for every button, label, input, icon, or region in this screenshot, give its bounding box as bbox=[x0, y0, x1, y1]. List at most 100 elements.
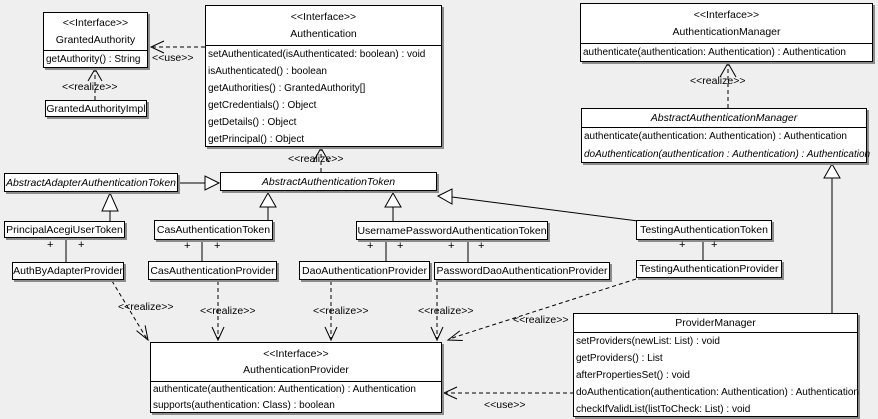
class-header: ProviderManager bbox=[574, 314, 857, 332]
stereotype-label: <<Interface>> bbox=[62, 17, 129, 30]
class-authentication: <<Interface>> Authentication setAuthenti… bbox=[205, 5, 442, 147]
method: supports(authentication: Class) : boolea… bbox=[153, 400, 335, 411]
class-abstract-adapter-authentication-token: AbstractAdapterAuthenticationToken bbox=[4, 173, 178, 192]
class-name: AuthByAdapterProvider bbox=[13, 265, 123, 277]
generalization-arrowhead bbox=[436, 188, 453, 205]
realize-arrowhead bbox=[446, 330, 463, 341]
class-name: AbstractAuthenticationToken bbox=[261, 175, 396, 188]
realize-arrowhead bbox=[87, 68, 103, 82]
realize-label: <<realize>> bbox=[200, 305, 256, 317]
class-name: PasswordDaoAuthenticationProvider bbox=[436, 265, 608, 277]
class-provider-manager: ProviderManager setProviders(newList: Li… bbox=[573, 313, 859, 418]
realize-arrowhead bbox=[324, 326, 338, 342]
method: getAuthorities() : GrantedAuthority[] bbox=[208, 83, 366, 94]
method-compartment: setProviders(newList: List) : void getPr… bbox=[574, 332, 859, 418]
realize-label: <<realize>> bbox=[418, 305, 474, 317]
generalization-arrowhead bbox=[384, 191, 402, 208]
class-username-password-authentication-token: UsernamePasswordAuthenticationToken bbox=[356, 221, 548, 240]
realize-label: <<realize>> bbox=[62, 81, 118, 93]
class-name: GrantedAuthorityImpl bbox=[46, 102, 146, 115]
association-plus: + bbox=[184, 240, 191, 252]
class-name: TestingAuthenticationToken bbox=[640, 224, 768, 236]
generalization-arrowhead bbox=[101, 191, 119, 212]
class-cas-authentication-token: CasAuthenticationToken bbox=[154, 220, 273, 240]
generalization-arrowhead bbox=[823, 162, 841, 179]
class-name: CasAuthenticationProvider bbox=[150, 264, 275, 277]
class-auth-by-adapter-provider: AuthByAdapterProvider bbox=[12, 262, 124, 280]
class-name: AuthenticationProvider bbox=[243, 364, 349, 377]
class-header: <<Interface>> Authentication bbox=[206, 6, 441, 45]
generalization-line bbox=[451, 196, 639, 222]
class-header: <<Interface>> AuthenticationProvider bbox=[151, 343, 441, 381]
class-name: AbstractAuthenticationManager bbox=[650, 112, 798, 124]
method-compartment: setAuthenticated(isAuthenticated: boolea… bbox=[206, 45, 441, 148]
association-plus: + bbox=[448, 240, 455, 252]
use-arrowhead bbox=[149, 40, 165, 54]
method-compartment: authenticate(authentication: Authenticat… bbox=[151, 381, 441, 414]
method: isAuthenticated() : boolean bbox=[208, 66, 327, 77]
class-header: <<Interface>> GrantedAuthority bbox=[44, 13, 147, 50]
class-principal-acegi-user-token: PrincipalAcegiUserToken bbox=[4, 221, 125, 238]
method: getAuthority() : String bbox=[46, 54, 141, 65]
generalization-arrowhead bbox=[204, 175, 221, 191]
class-password-dao-authentication-provider: PasswordDaoAuthenticationProvider bbox=[434, 262, 610, 280]
association-plus: + bbox=[367, 240, 374, 252]
method: authenticate(authentication: Authenticat… bbox=[153, 384, 416, 395]
class-name: Authentication bbox=[290, 28, 357, 40]
class-name: AbstractAdapterAuthenticationToken bbox=[5, 176, 177, 189]
use-label: <<use>> bbox=[152, 52, 194, 64]
method: getProviders() : List bbox=[576, 353, 663, 364]
class-testing-authentication-provider: TestingAuthenticationProvider bbox=[636, 260, 782, 278]
method: setProviders(newList: List) : void bbox=[576, 336, 720, 347]
realize-line bbox=[111, 280, 148, 340]
stereotype-label: <<Interface>> bbox=[290, 11, 357, 23]
realize-label: <<realize>> bbox=[690, 75, 746, 87]
class-header: AbstractAuthenticationManager bbox=[582, 109, 866, 127]
realize-arrowhead bbox=[312, 146, 330, 163]
method: getPrincipal() : Object bbox=[208, 134, 305, 145]
method-compartment: getAuthority() : String bbox=[44, 50, 147, 68]
class-name: PrincipalAcegiUserToken bbox=[6, 223, 123, 236]
realize-arrowhead bbox=[430, 326, 444, 342]
association-plus: + bbox=[711, 239, 718, 251]
method: afterPropertiesSet() : void bbox=[576, 370, 690, 381]
realize-label: <<realize>> bbox=[313, 305, 369, 317]
realize-arrowhead bbox=[719, 61, 737, 78]
class-name: TestingAuthenticationProvider bbox=[639, 263, 779, 275]
method: setAuthenticated(isAuthenticated: boolea… bbox=[208, 49, 426, 60]
method: doAuthentication(authentication : Authen… bbox=[584, 149, 871, 160]
class-authentication-provider: <<Interface>> AuthenticationProvider aut… bbox=[150, 342, 442, 413]
method: authenticate(authentication: Authenticat… bbox=[584, 131, 847, 142]
association-plus: + bbox=[397, 240, 404, 252]
class-name: UsernamePasswordAuthenticationToken bbox=[357, 224, 547, 237]
class-cas-authentication-provider: CasAuthenticationProvider bbox=[148, 261, 277, 280]
method: doAuthentication(authentication: Authent… bbox=[576, 387, 859, 398]
method: getDetails() : Object bbox=[208, 117, 297, 128]
realize-label: <<realize>> bbox=[118, 301, 174, 313]
class-authentication-manager: <<Interface>> AuthenticationManager auth… bbox=[580, 3, 873, 62]
realize-arrowhead bbox=[211, 326, 225, 342]
association-plus: + bbox=[47, 239, 54, 251]
class-testing-authentication-token: TestingAuthenticationToken bbox=[636, 220, 772, 240]
class-granted-authority-impl: GrantedAuthorityImpl bbox=[45, 100, 147, 117]
association-plus: + bbox=[679, 239, 686, 251]
stereotype-label: <<Interface>> bbox=[263, 347, 329, 360]
class-name: GrantedAuthority bbox=[55, 33, 136, 46]
class-name: AuthenticationManager bbox=[672, 26, 781, 38]
use-label: <<use>> bbox=[484, 399, 526, 411]
class-name: CasAuthenticationToken bbox=[156, 224, 271, 236]
generalization-arrowhead bbox=[259, 191, 277, 208]
realize-arrowhead bbox=[136, 325, 149, 342]
class-dao-authentication-provider: DaoAuthenticationProvider bbox=[299, 261, 430, 280]
realize-label: <<realize>> bbox=[288, 153, 344, 165]
class-granted-authority: <<Interface>> GrantedAuthority getAuthor… bbox=[43, 12, 148, 68]
class-header: <<Interface>> AuthenticationManager bbox=[581, 4, 872, 43]
use-arrowhead bbox=[442, 386, 458, 400]
method: authenticate(authentication: Authenticat… bbox=[583, 47, 846, 58]
class-name: ProviderManager bbox=[675, 317, 756, 329]
realize-line bbox=[448, 278, 637, 340]
association-plus: + bbox=[78, 239, 85, 251]
method-compartment: authenticate(authentication: Authenticat… bbox=[582, 127, 871, 164]
